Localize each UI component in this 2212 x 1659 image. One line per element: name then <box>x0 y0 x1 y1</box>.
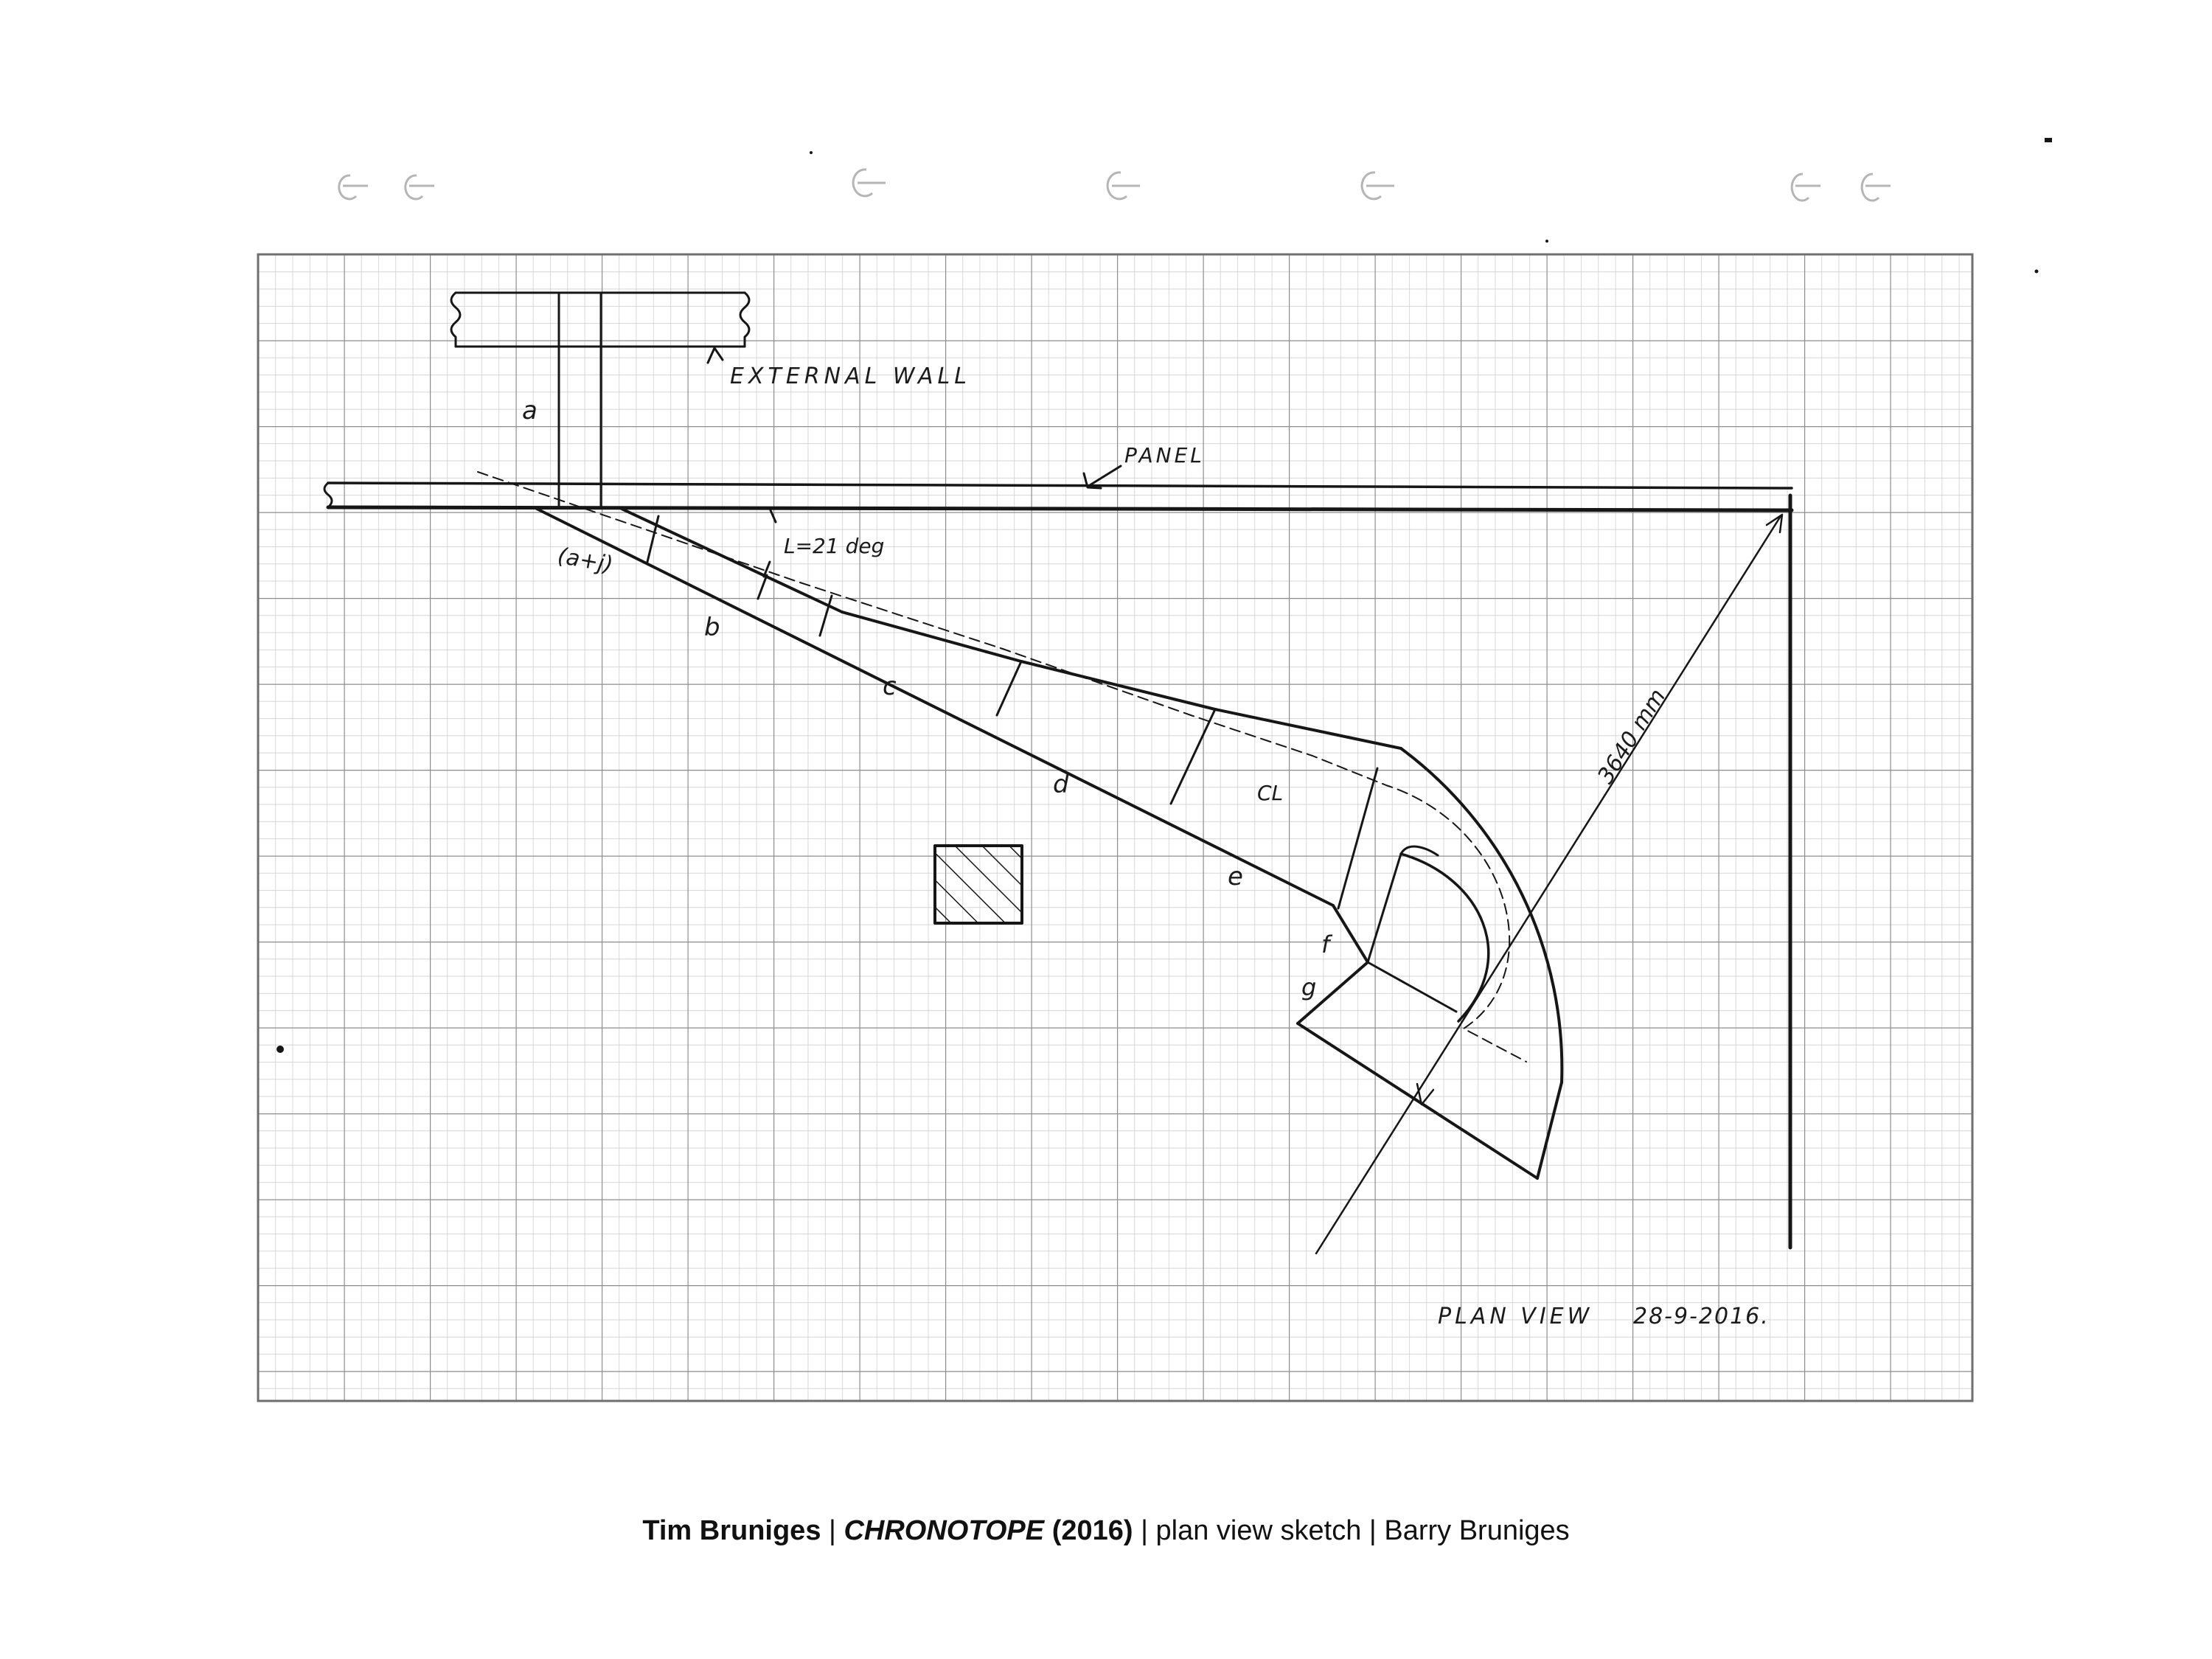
panel <box>323 481 1794 1250</box>
binder-marks <box>338 168 1891 202</box>
centre-line <box>477 471 1527 1062</box>
label-plan-view: PLAN VIEW <box>1438 1304 1593 1329</box>
label-e: e <box>1228 862 1243 891</box>
angle-mark <box>762 509 777 578</box>
panel-arrow <box>1082 465 1122 490</box>
caption-separator: | <box>1361 1515 1385 1546</box>
hatched-column <box>933 844 1023 925</box>
caption-title: CHRONOTOPE <box>844 1515 1045 1546</box>
external-wall-arrow <box>706 347 724 364</box>
swept-panel <box>535 507 1564 1180</box>
scan-specks <box>276 138 2052 1053</box>
caption-artist: Tim Bruniges <box>642 1515 821 1546</box>
cross-divisions <box>646 515 1379 910</box>
caption-credit: Barry Bruniges <box>1384 1515 1570 1546</box>
label-external-wall: EXTERNAL WALL <box>730 364 971 389</box>
sketch-ink <box>323 291 1794 1255</box>
label-b: b <box>704 613 720 642</box>
label-c: c <box>883 672 897 701</box>
label-a: a <box>522 396 538 425</box>
external-wall <box>450 291 751 509</box>
radius-dimension <box>1315 513 1784 1255</box>
caption-year: (2016) <box>1051 1515 1133 1546</box>
label-panel: PANEL <box>1124 443 1205 467</box>
label-cl: CL <box>1257 781 1283 805</box>
label-d: d <box>1053 770 1069 799</box>
figure-caption: Tim Bruniges | CHRONOTOPE (2016) | plan … <box>0 1515 2212 1547</box>
label-g: g <box>1301 973 1316 1001</box>
label-date: 28-9-2016. <box>1633 1304 1770 1329</box>
caption-description: plan view sketch <box>1155 1515 1362 1546</box>
graph-paper <box>257 253 1974 1402</box>
caption-separator: | <box>821 1515 844 1546</box>
label-angle: L=21 deg <box>784 534 884 558</box>
caption-separator: | <box>1133 1515 1156 1546</box>
